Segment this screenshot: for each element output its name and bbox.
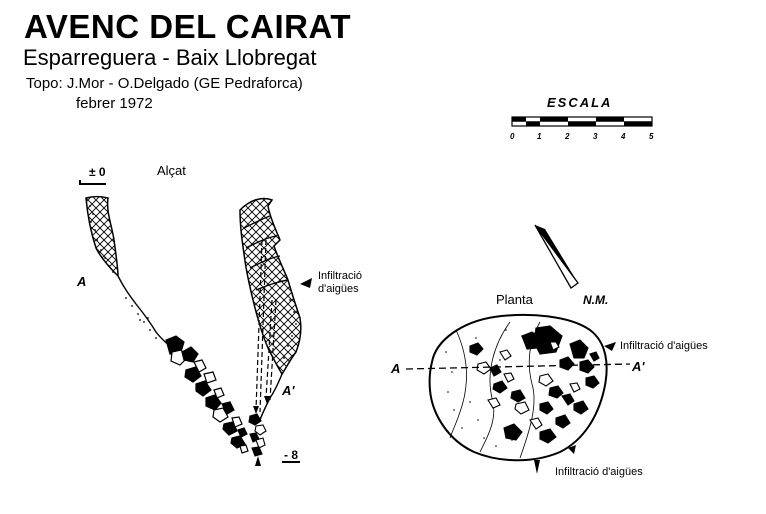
survey-credits: Topo: J.Mor - O.Delgado (GE Pedraforca) xyxy=(26,75,303,92)
elevation-infiltration-pointer xyxy=(300,278,312,288)
infiltration-arrows xyxy=(253,396,270,414)
bottom-boulders xyxy=(248,413,267,457)
left-lower-wall xyxy=(117,275,175,351)
elevation-top-level: ± 0 xyxy=(89,165,106,179)
right-wall-stipple xyxy=(283,299,297,359)
plan-cave-outline xyxy=(428,313,608,462)
scale-tick-label: 2 xyxy=(564,132,570,141)
plan-section-end: A' xyxy=(631,359,645,374)
right-wall-blocks xyxy=(243,215,289,291)
left-lower-stipple xyxy=(125,297,157,339)
elevation-infiltration-label-line2: d'aigües xyxy=(318,283,359,295)
elevation-section-end: A' xyxy=(281,383,295,398)
scale-tick-label: 5 xyxy=(649,132,654,141)
scale-tick-label: 0 xyxy=(510,132,515,141)
infiltration-lines xyxy=(255,239,277,413)
scale-tick-label: 1 xyxy=(537,132,542,141)
plan-infiltration-pointer-bottom xyxy=(534,460,540,474)
bottom-infiltration-arrow xyxy=(255,456,261,466)
scale-tick-label: 4 xyxy=(620,132,626,141)
scale-title: ESCALA xyxy=(547,95,613,110)
plan-infiltration-pointer-right xyxy=(568,445,576,454)
page-title: AVENC DEL CAIRAT xyxy=(24,8,352,45)
left-wall-rock xyxy=(85,195,119,278)
elevation-top-level-marker xyxy=(79,180,106,185)
plan-boulders xyxy=(469,325,600,444)
elevation-infiltration-label-line1: Infiltració xyxy=(318,270,362,282)
survey-date: febrer 1972 xyxy=(76,95,153,112)
plan-section-line xyxy=(405,363,631,370)
left-wall-stipple xyxy=(89,205,114,273)
elevation-title: Alçat xyxy=(157,163,186,178)
plan-infiltration-bottom: Infiltració d'aigües xyxy=(555,466,643,478)
elevation-section-start: A xyxy=(76,274,86,289)
elevation-bottom-level: - 8 xyxy=(284,448,298,462)
page-subtitle: Esparreguera - Baix Llobregat xyxy=(23,45,317,70)
north-label: N.M. xyxy=(583,293,608,307)
plan-section-start: A xyxy=(390,361,400,376)
plan-title: Planta xyxy=(496,292,534,307)
plan-infiltration-top: Infiltració d'aigües xyxy=(620,340,708,352)
scale-tick-label: 3 xyxy=(593,132,598,141)
north-arrow xyxy=(534,224,579,289)
plan-infiltration-pointer-top xyxy=(604,342,616,351)
right-wall-rock xyxy=(239,197,302,376)
scale-bar xyxy=(511,116,653,127)
elevation-boulders xyxy=(165,335,249,454)
